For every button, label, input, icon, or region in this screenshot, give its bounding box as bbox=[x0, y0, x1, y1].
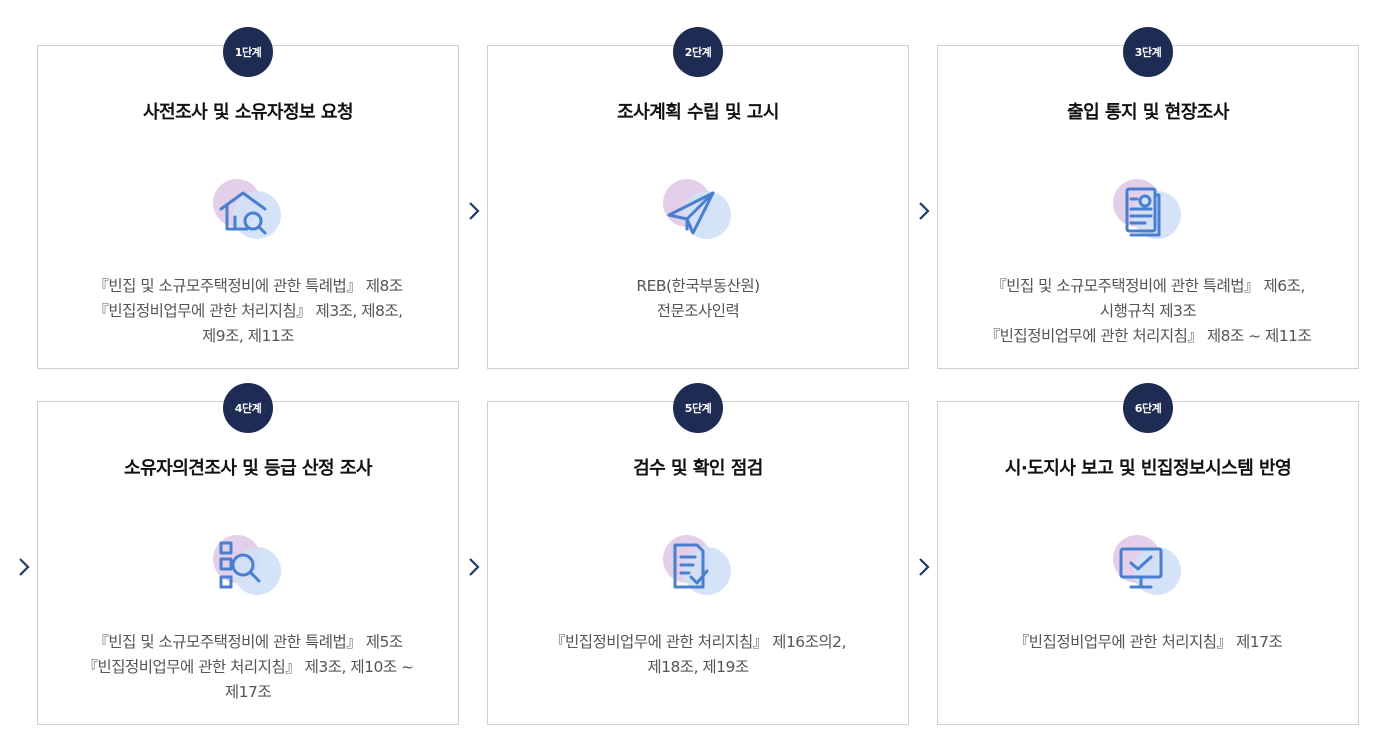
desc-line: REB(한국부동산원) bbox=[636, 277, 760, 295]
desc-line: 『빈집정비업무에 관한 처리지침』 제8조 ~ 제11조 bbox=[984, 327, 1312, 345]
step-description: 『빈집 및 소규모주택정비에 관한 특례법』 제8조 『빈집정비업무에 관한 처… bbox=[58, 274, 438, 349]
chevron-right-icon bbox=[916, 555, 932, 579]
desc-line: 제9조, 제11조 bbox=[202, 327, 294, 345]
step-description: REB(한국부동산원) 전문조사인력 bbox=[508, 274, 888, 324]
step-card-4: 4단계 소유자의견조사 및 등급 산정 조사 『빈집 및 소규모주택정비에 관한… bbox=[37, 383, 459, 725]
step-badge: 4단계 bbox=[223, 383, 273, 433]
desc-line: 시행규칙 제3조 bbox=[1099, 302, 1197, 320]
desc-line: 전문조사인력 bbox=[656, 302, 740, 320]
desc-line: 제17조 bbox=[224, 683, 272, 701]
desc-line: 『빈집 및 소규모주택정비에 관한 특례법』 제8조 bbox=[93, 277, 403, 295]
paper-plane-icon bbox=[663, 179, 733, 243]
step-description: 『빈집정비업무에 관한 처리지침』 제17조 bbox=[958, 630, 1338, 655]
monitor-check-icon bbox=[1113, 535, 1183, 599]
step-description: 『빈집정비업무에 관한 처리지침』 제16조의2, 제18조, 제19조 bbox=[508, 630, 888, 680]
house-search-icon bbox=[213, 179, 283, 243]
step-title: 출입 통지 및 현장조사 bbox=[1067, 102, 1229, 123]
step-title: 조사계획 수립 및 고시 bbox=[617, 102, 779, 123]
step-description: 『빈집 및 소규모주택정비에 관한 특례법』 제5조 『빈집정비업무에 관한 처… bbox=[58, 630, 438, 705]
step-card-3: 3단계 출입 통지 및 현장조사 『빈집 및 소규모주택정비에 관한 특례법』 … bbox=[937, 27, 1359, 369]
document-check-icon bbox=[663, 535, 733, 599]
step-card-6: 6단계 시·도지사 보고 및 빈집정보시스템 반영 『빈집정비업무에 관한 처리… bbox=[937, 383, 1359, 725]
desc-line: 『빈집정비업무에 관한 처리지침』 제17조 bbox=[1013, 633, 1283, 651]
step-title: 사전조사 및 소유자정보 요청 bbox=[142, 102, 354, 123]
chevron-right-icon bbox=[916, 199, 932, 223]
desc-line: 『빈집 및 소규모주택정비에 관한 특례법』 제5조 bbox=[93, 633, 403, 651]
chevron-right-icon bbox=[466, 199, 482, 223]
desc-line: 『빈집 및 소규모주택정비에 관한 특례법』 제6조, bbox=[991, 277, 1305, 295]
desc-line: 『빈집정비업무에 관한 처리지침』 제3조, 제8조, bbox=[93, 302, 403, 320]
step-card-1: 1단계 사전조사 및 소유자정보 요청 『빈집 및 소규모주택정비에 관한 특례… bbox=[37, 27, 459, 369]
step-title: 검수 및 확인 점검 bbox=[633, 458, 763, 479]
desc-line: 『빈집정비업무에 관한 처리지침』 제16조의2, bbox=[550, 633, 846, 651]
chevron-right-icon bbox=[466, 555, 482, 579]
desc-line: 제18조, 제19조 bbox=[647, 658, 749, 676]
step-badge: 6단계 bbox=[1123, 383, 1173, 433]
step-badge: 3단계 bbox=[1123, 27, 1173, 77]
checklist-search-icon bbox=[213, 535, 283, 599]
step-title: 소유자의견조사 및 등급 산정 조사 bbox=[124, 458, 372, 479]
step-badge: 1단계 bbox=[223, 27, 273, 77]
step-badge: 2단계 bbox=[673, 27, 723, 77]
step-title: 시·도지사 보고 및 빈집정보시스템 반영 bbox=[1004, 458, 1292, 479]
step-card-5: 5단계 검수 및 확인 점검 『빈집정비업무에 관한 처리지침』 제16조의2,… bbox=[487, 383, 909, 725]
chevron-right-icon bbox=[16, 555, 32, 579]
step-description: 『빈집 및 소규모주택정비에 관한 특례법』 제6조, 시행규칙 제3조 『빈집… bbox=[958, 274, 1338, 349]
desc-line: 『빈집정비업무에 관한 처리지침』 제3조, 제10조 ~ bbox=[82, 658, 414, 676]
document-seal-icon bbox=[1113, 179, 1183, 243]
step-card-2: 2단계 조사계획 수립 및 고시 REB(한국부동산원) 전문조사인력 bbox=[487, 27, 909, 369]
step-badge: 5단계 bbox=[673, 383, 723, 433]
